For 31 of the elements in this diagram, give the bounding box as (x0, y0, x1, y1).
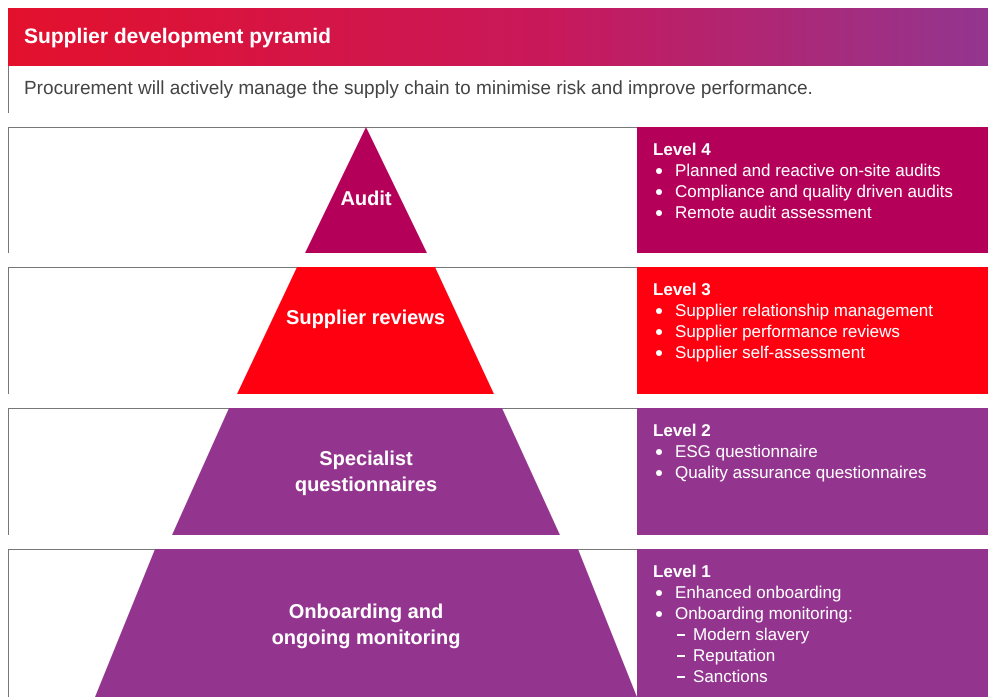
bullet-item: Enhanced onboarding (675, 583, 842, 602)
pyramid-level (237, 267, 494, 394)
level-heading: Level 3 (653, 279, 711, 300)
sub-item: Sanctions (693, 667, 768, 686)
bullet-item: Compliance and quality driven audits (675, 182, 953, 201)
level-name: Specialist questionnaires (294, 447, 438, 498)
bullet-item: Supplier relationship management (675, 301, 933, 320)
level-panel (637, 408, 988, 535)
level-panel (637, 127, 988, 253)
sub-item: Reputation (693, 646, 776, 665)
bullet-item: Planned and reactive on-site audits (675, 161, 941, 180)
pyramid-level (305, 127, 427, 253)
level-heading: Level 4 (653, 139, 711, 160)
pyramid-level (172, 408, 560, 535)
bullet-item: Supplier performance reviews (675, 322, 900, 341)
level-panel (637, 549, 988, 697)
level-panel (637, 267, 988, 394)
bullet-item: Onboarding monitoring: (675, 604, 853, 623)
level-name: Onboarding and ongoing monitoring (270, 600, 462, 651)
title-banner: Supplier development pyramid (8, 8, 988, 66)
level-name: Supplier reviews (286, 306, 445, 331)
bullet-item: Remote audit assessment (675, 203, 872, 222)
level-heading: Level 1 (653, 561, 711, 582)
bullet-item: Quality assurance questionnaires (675, 463, 926, 482)
pyramid-level (95, 549, 637, 697)
subtitle: Procurement will actively manage the supply chain to minimise risk and improve performance. (24, 78, 813, 100)
bullet-item: Supplier self-assessment (675, 343, 865, 362)
level-name: Audit (340, 187, 392, 212)
sub-item: Modern slavery (693, 625, 810, 644)
bullet-item: ESG questionnaire (675, 442, 818, 461)
level-heading: Level 2 (653, 420, 711, 441)
